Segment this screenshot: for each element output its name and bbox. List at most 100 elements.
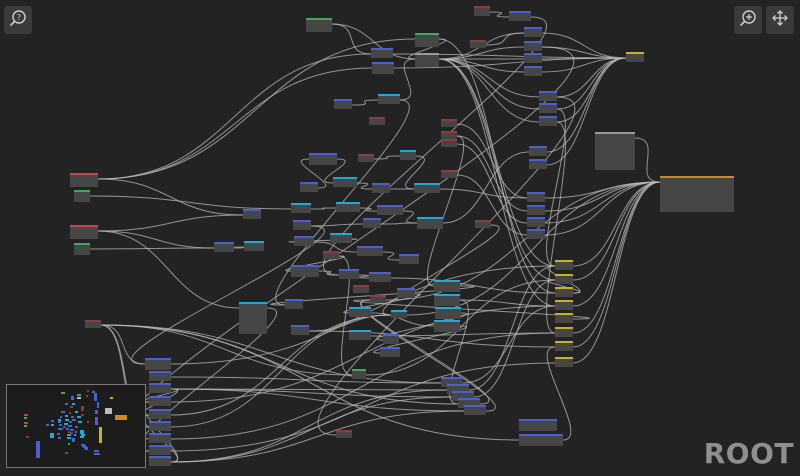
graph-node[interactable] <box>378 94 400 104</box>
graph-node[interactable] <box>529 146 547 156</box>
graph-node[interactable] <box>149 421 171 431</box>
graph-node[interactable] <box>475 220 491 228</box>
graph-node[interactable] <box>370 295 386 303</box>
graph-node[interactable] <box>291 325 309 335</box>
graph-node[interactable] <box>527 205 545 215</box>
graph-node[interactable] <box>334 99 352 109</box>
graph-node[interactable] <box>470 40 486 48</box>
graph-node[interactable] <box>306 18 332 32</box>
graph-node[interactable] <box>300 182 318 192</box>
graph-node[interactable] <box>417 217 443 229</box>
graph-node[interactable] <box>285 299 303 309</box>
graph-node[interactable] <box>244 241 264 251</box>
graph-node[interactable] <box>434 320 460 332</box>
graph-node[interactable] <box>369 117 385 125</box>
graph-node[interactable] <box>149 445 171 455</box>
graph-node[interactable] <box>555 327 573 337</box>
graph-node[interactable] <box>399 254 419 264</box>
graph-node[interactable] <box>441 139 457 147</box>
graph-node[interactable] <box>145 358 171 370</box>
graph-node[interactable] <box>397 288 415 298</box>
graph-node[interactable] <box>452 391 474 401</box>
graph-node[interactable] <box>464 405 486 415</box>
graph-node[interactable] <box>291 203 311 213</box>
graph-node[interactable] <box>447 384 469 394</box>
graph-node[interactable] <box>85 320 101 328</box>
graph-node[interactable] <box>149 383 171 393</box>
graph-node[interactable] <box>149 409 171 419</box>
graph-node[interactable] <box>527 192 545 202</box>
graph-node[interactable] <box>595 132 635 170</box>
graph-node[interactable] <box>441 170 457 178</box>
graph-node[interactable] <box>74 190 90 202</box>
graph-node[interactable] <box>434 280 460 292</box>
graph-node[interactable] <box>333 177 357 187</box>
graph-node[interactable] <box>524 53 542 63</box>
graph-node[interactable] <box>626 52 644 62</box>
graph-node[interactable] <box>383 334 399 344</box>
graph-node[interactable] <box>330 233 352 243</box>
graph-node[interactable] <box>377 205 403 215</box>
graph-node[interactable] <box>70 225 98 239</box>
graph-node[interactable] <box>239 302 267 334</box>
graph-node[interactable] <box>519 434 563 446</box>
graph-node[interactable] <box>555 287 573 297</box>
graph-node[interactable] <box>339 269 359 279</box>
graph-node[interactable] <box>149 371 171 381</box>
minimap[interactable] <box>6 384 146 468</box>
graph-node[interactable] <box>441 131 457 139</box>
graph-node[interactable] <box>519 419 557 431</box>
graph-node[interactable] <box>458 398 480 408</box>
graph-node[interactable] <box>414 183 440 193</box>
graph-node[interactable] <box>529 159 547 169</box>
graph-node[interactable] <box>243 209 261 219</box>
graph-node[interactable] <box>527 217 545 227</box>
graph-node[interactable] <box>524 66 542 76</box>
graph-node[interactable] <box>149 396 171 406</box>
graph-node[interactable] <box>660 176 734 212</box>
graph-node[interactable] <box>349 330 371 340</box>
graph-node[interactable] <box>293 220 311 230</box>
graph-node[interactable] <box>441 377 463 387</box>
graph-node[interactable] <box>357 246 383 256</box>
zoom-button[interactable] <box>734 6 762 34</box>
graph-node[interactable] <box>323 251 339 259</box>
graph-node[interactable] <box>372 183 390 193</box>
graph-node[interactable] <box>149 433 171 443</box>
graph-node[interactable] <box>555 260 573 270</box>
graph-node[interactable] <box>149 456 171 466</box>
graph-node[interactable] <box>291 265 319 277</box>
help-search-button[interactable]: ? <box>4 6 32 34</box>
graph-node[interactable] <box>336 202 360 212</box>
graph-node[interactable] <box>539 103 557 113</box>
graph-node[interactable] <box>294 236 314 246</box>
graph-node[interactable] <box>70 173 98 187</box>
graph-node[interactable] <box>527 229 545 239</box>
graph-node[interactable] <box>74 243 90 255</box>
graph-node[interactable] <box>555 300 573 310</box>
graph-node[interactable] <box>555 313 573 323</box>
graph-node[interactable] <box>441 119 457 127</box>
graph-node[interactable] <box>369 272 391 282</box>
graph-node[interactable] <box>555 274 573 284</box>
graph-node[interactable] <box>509 11 531 21</box>
graph-node[interactable] <box>415 33 439 47</box>
graph-node[interactable] <box>539 91 557 101</box>
graph-node[interactable] <box>214 242 234 252</box>
graph-node[interactable] <box>352 369 366 379</box>
graph-node[interactable] <box>372 62 394 74</box>
graph-node[interactable] <box>435 307 461 319</box>
graph-node[interactable] <box>349 307 371 317</box>
graph-node[interactable] <box>400 150 416 160</box>
graph-node[interactable] <box>415 53 439 67</box>
graph-node[interactable] <box>309 153 337 165</box>
graph-node[interactable] <box>524 27 542 37</box>
graph-node[interactable] <box>353 285 369 293</box>
graph-node[interactable] <box>371 48 393 58</box>
graph-node[interactable] <box>358 154 374 162</box>
graph-node[interactable] <box>391 310 407 318</box>
graph-node[interactable] <box>434 294 460 306</box>
graph-node[interactable] <box>474 6 490 16</box>
graph-node[interactable] <box>539 116 557 126</box>
